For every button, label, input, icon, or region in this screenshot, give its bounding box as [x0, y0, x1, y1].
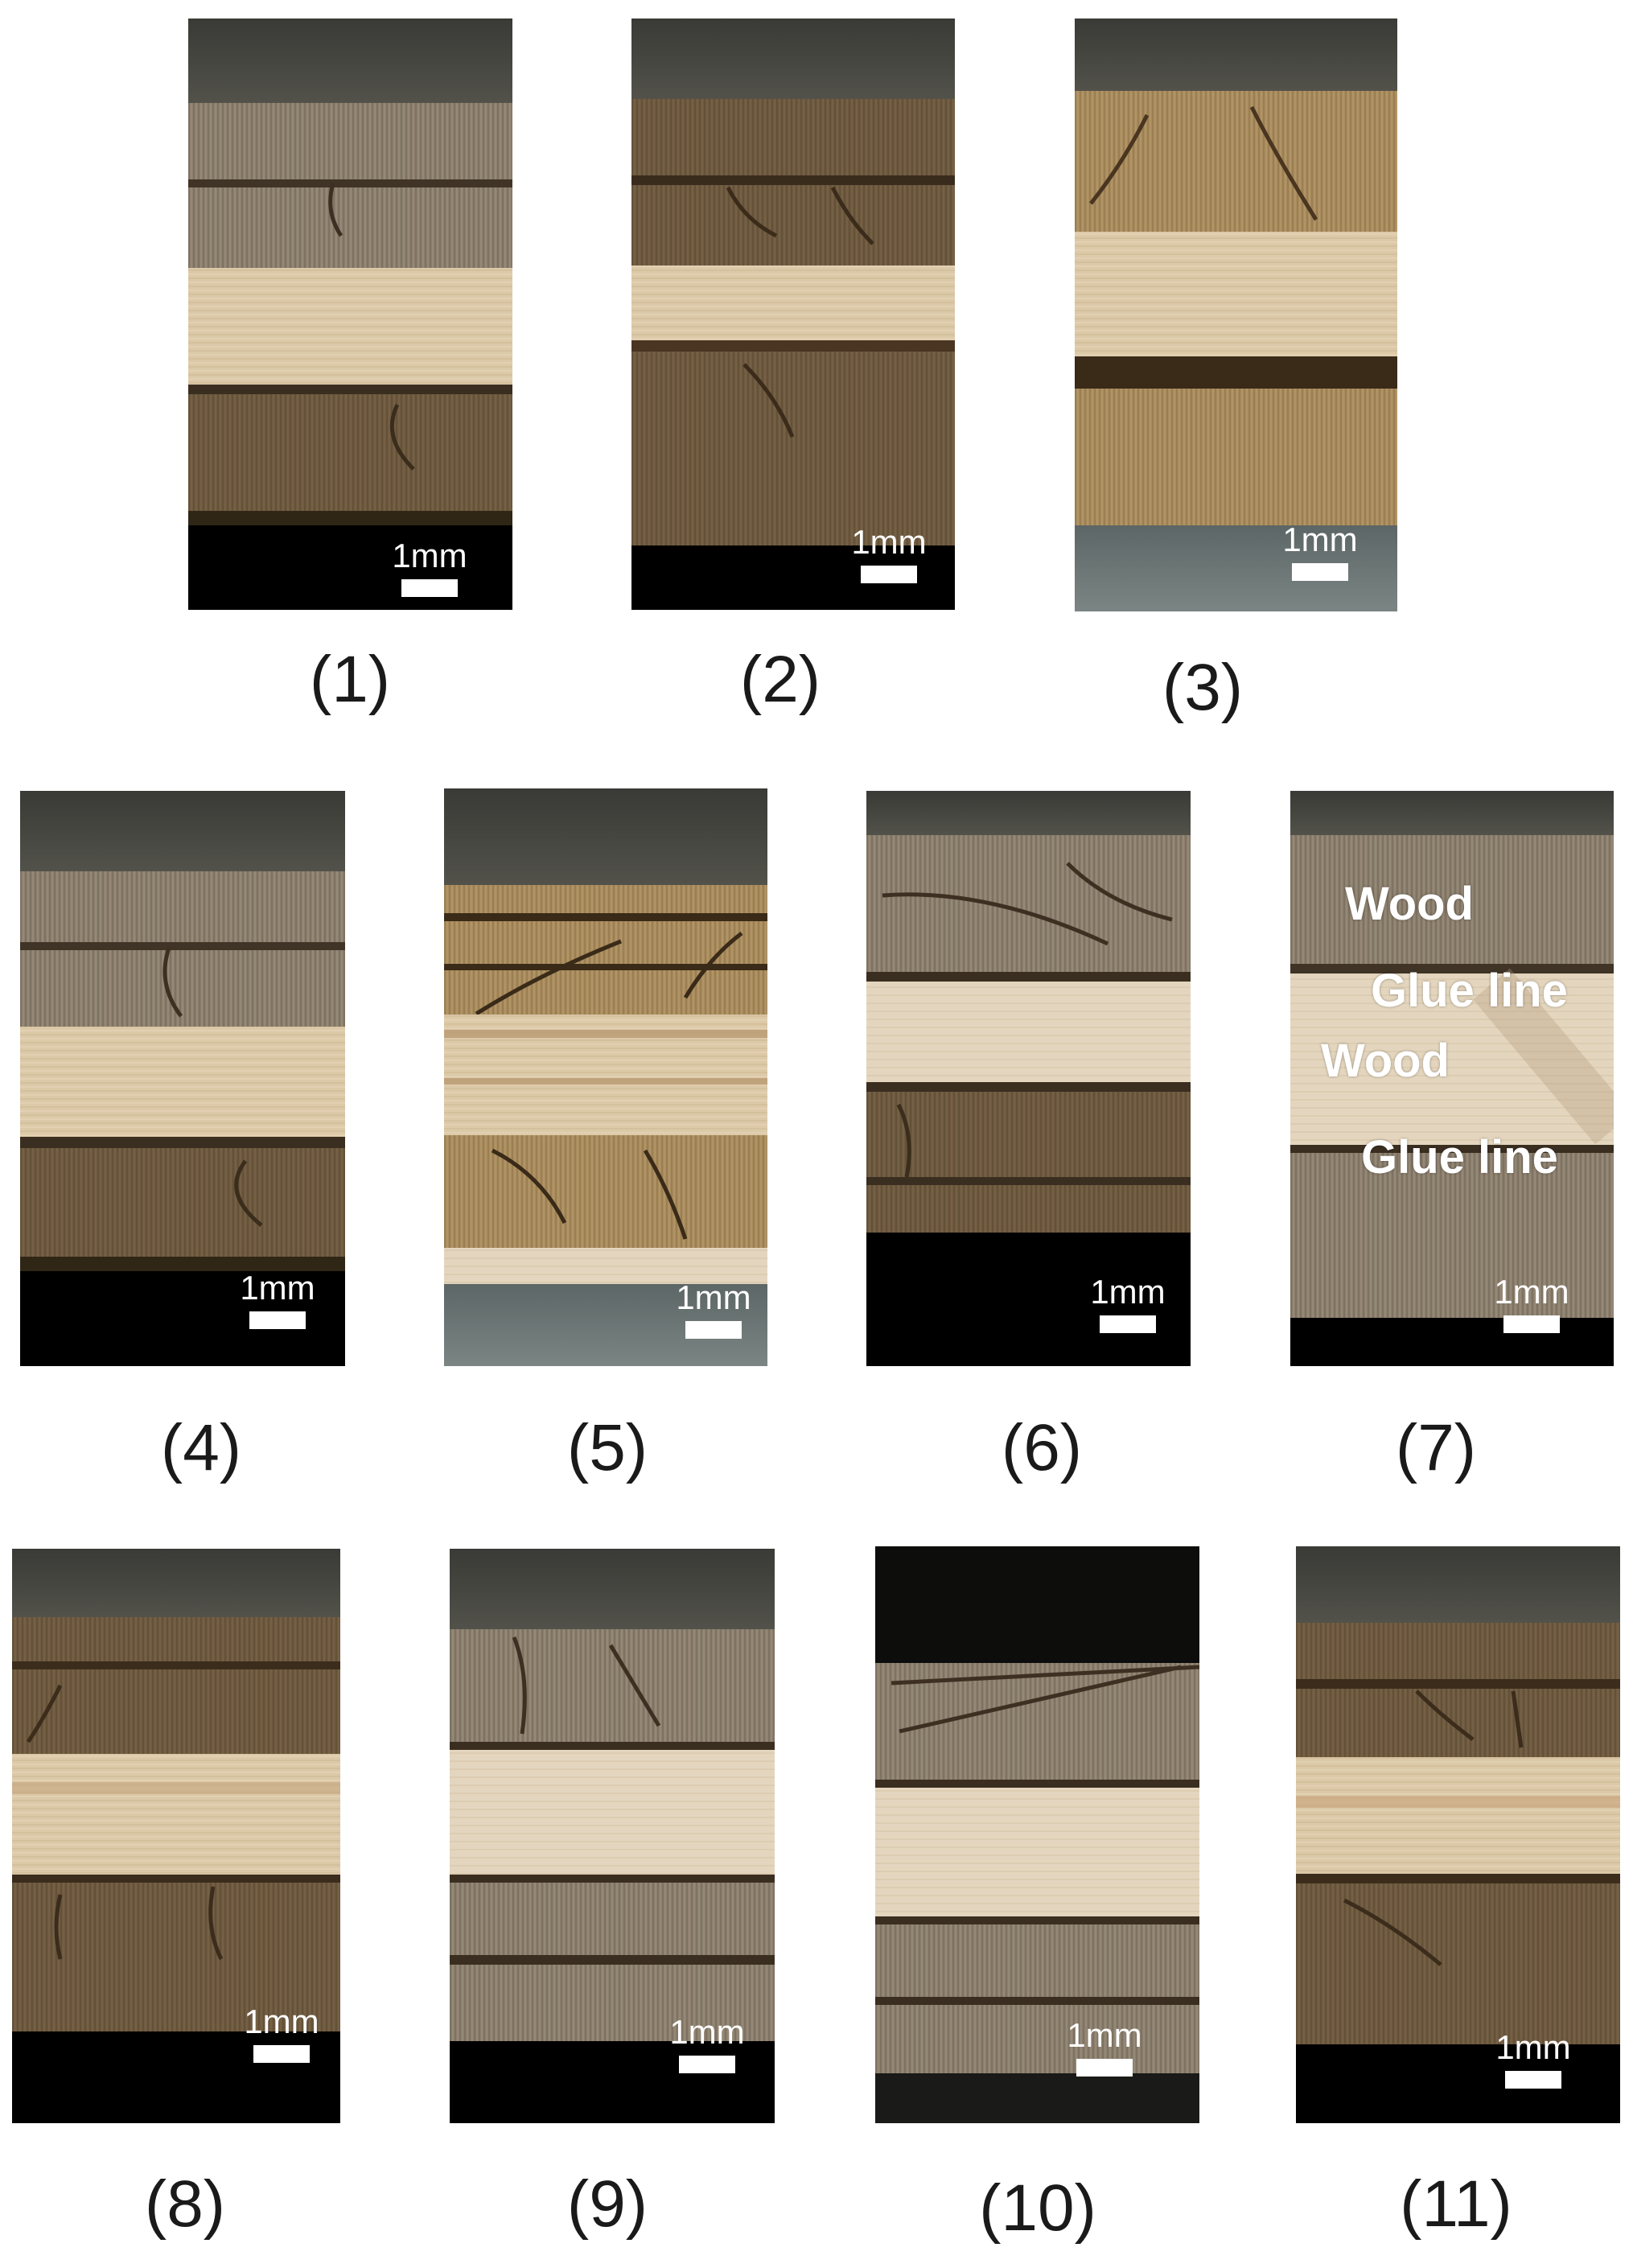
scale-bar: 1mm — [1084, 1274, 1172, 1333]
scale-bar-line — [685, 1321, 742, 1339]
panel-9-image — [450, 1549, 775, 2123]
micrograph-panel-6: 1mm — [866, 791, 1191, 1366]
panel-2-image — [631, 19, 955, 610]
scale-bar-line — [401, 579, 458, 597]
label-wood-middle: Wood — [1321, 1035, 1450, 1087]
panel-caption-10: (10) — [979, 2171, 1096, 2245]
scale-bar-label: 1mm — [669, 2013, 745, 2051]
scale-bar-label: 1mm — [244, 2003, 319, 2040]
panel-7-image — [1290, 791, 1614, 1366]
scale-bar: 1mm — [385, 537, 474, 597]
scale-bar-label: 1mm — [1067, 2016, 1142, 2054]
panel-8-image — [12, 1549, 340, 2123]
scale-bar-label: 1mm — [1494, 1273, 1569, 1311]
panel-3-image — [1075, 19, 1397, 611]
scale-bar: 1mm — [663, 2014, 751, 2073]
label-wood-top: Wood — [1345, 878, 1474, 930]
panel-caption-2: (2) — [739, 643, 821, 716]
scale-bar-line — [1505, 2071, 1561, 2089]
panel-6-image — [866, 791, 1191, 1366]
panel-1-image — [188, 19, 512, 610]
panel-5-image — [444, 788, 767, 1366]
panel-caption-4: (4) — [160, 1411, 242, 1484]
micrograph-panel-2: 1mm — [631, 19, 955, 610]
scale-bar: 1mm — [845, 524, 933, 583]
micrograph-panel-11: 1mm — [1296, 1546, 1620, 2123]
panel-caption-9: (9) — [566, 2167, 648, 2241]
scale-bar-label: 1mm — [1090, 1273, 1166, 1311]
panel-caption-7: (7) — [1395, 1411, 1477, 1484]
scale-bar-label: 1mm — [392, 537, 467, 574]
panel-4-image — [20, 791, 345, 1366]
panel-11-image — [1296, 1546, 1620, 2123]
label-glue-line-top: Glue line — [1371, 965, 1568, 1017]
scale-bar-line — [679, 2056, 735, 2073]
scale-bar-label: 1mm — [1282, 521, 1358, 558]
panel-caption-3: (3) — [1162, 651, 1244, 724]
micrograph-panel-10: 1mm — [875, 1546, 1199, 2123]
panel-caption-8: (8) — [144, 2167, 226, 2241]
micrograph-panel-1: 1mm — [188, 19, 512, 610]
scale-bar: 1mm — [669, 1279, 758, 1339]
scale-bar-line — [253, 2045, 310, 2063]
scale-bar-line — [1076, 2059, 1133, 2077]
scale-bar-line — [1503, 1315, 1560, 1333]
scale-bar-line — [861, 566, 917, 583]
micrograph-panel-9: 1mm — [450, 1549, 775, 2123]
micrograph-panel-7: Wood Glue line Wood Glue line 1mm — [1290, 791, 1614, 1366]
panel-caption-1: (1) — [309, 643, 391, 716]
scale-bar: 1mm — [1487, 1274, 1576, 1333]
panel-caption-11: (11) — [1400, 2167, 1512, 2241]
micrograph-panel-8: 1mm — [12, 1549, 340, 2123]
scale-bar: 1mm — [1060, 2017, 1149, 2077]
scale-bar: 1mm — [1276, 521, 1364, 581]
scale-bar-label: 1mm — [240, 1269, 315, 1307]
scale-bar-label: 1mm — [676, 1278, 751, 1316]
micrograph-panel-4: 1mm — [20, 791, 345, 1366]
scale-bar: 1mm — [233, 1270, 322, 1329]
scale-bar-line — [249, 1311, 306, 1329]
panel-10-image — [875, 1546, 1199, 2123]
panel-caption-5: (5) — [566, 1411, 648, 1484]
scale-bar-label: 1mm — [851, 523, 927, 561]
scale-bar-line — [1100, 1315, 1156, 1333]
scale-bar: 1mm — [1489, 2029, 1577, 2089]
scale-bar-line — [1292, 563, 1348, 581]
scale-bar: 1mm — [237, 2003, 326, 2063]
panel-caption-6: (6) — [1001, 1411, 1083, 1484]
micrograph-panel-5: 1mm — [444, 788, 767, 1366]
label-glue-line-bottom: Glue line — [1361, 1131, 1558, 1183]
micrograph-panel-3: 1mm — [1075, 19, 1397, 611]
scale-bar-label: 1mm — [1495, 2028, 1571, 2066]
